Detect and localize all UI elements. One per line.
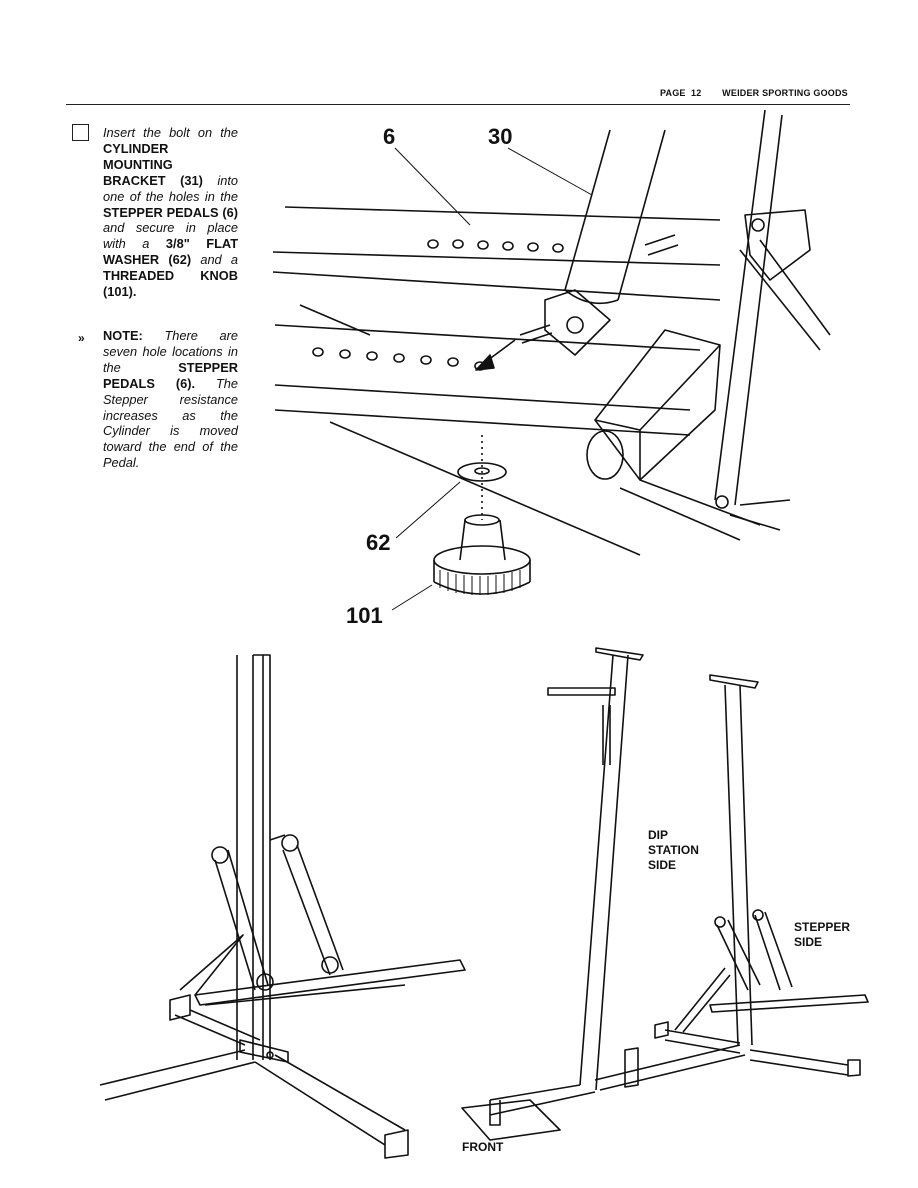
callout-30: 30 <box>488 124 513 149</box>
stepper-assembly-left <box>99 654 466 1159</box>
label-front: FRONT <box>462 1140 504 1154</box>
note-text: NOTE: There are seven hole locations in … <box>103 328 239 471</box>
callout-6: 6 <box>383 124 396 149</box>
callout-62: 62 <box>366 530 391 555</box>
cylinder-30 <box>564 129 666 301</box>
step-checkbox[interactable] <box>72 124 89 141</box>
full-assembly-right <box>461 647 869 1141</box>
pedal-holes-upper <box>427 239 564 253</box>
header-rule <box>66 104 850 105</box>
flat-washer-62 <box>457 462 507 482</box>
pedal-holes-lower <box>312 347 486 371</box>
callout-101: 101 <box>346 603 383 628</box>
instruction-text: Insert the bolt on the CYLINDER MOUNTING… <box>103 125 239 300</box>
brand-name: WEIDER SPORTING GOODS <box>722 88 848 98</box>
page-number: PAGE 12 <box>660 88 702 98</box>
note-bullet: » <box>78 331 85 345</box>
threaded-knob-101 <box>433 514 531 595</box>
pedal-detail-drawing <box>272 109 831 611</box>
page-header: PAGE 12 WEIDER SPORTING GOODS <box>660 88 848 98</box>
